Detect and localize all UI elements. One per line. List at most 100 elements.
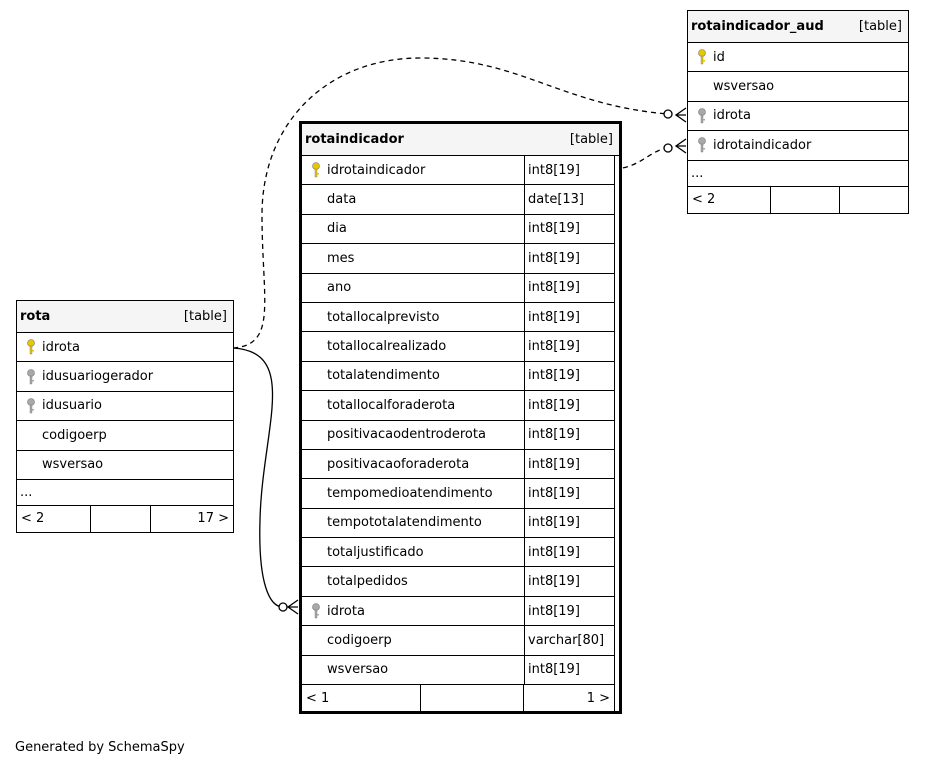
column-name: id: [713, 49, 725, 65]
foreign-key-icon: [20, 398, 42, 414]
column-name-cell: idrota: [302, 603, 524, 619]
primary-key-icon: [20, 339, 42, 355]
foreign-key-icon: [691, 108, 713, 124]
column-type: int8[19]: [524, 361, 614, 391]
footer-middle: [90, 505, 151, 532]
column-name-cell: idusuariogerador: [17, 368, 233, 385]
link-rota-aud-circle: [663, 109, 673, 119]
column-name: ano: [327, 280, 352, 296]
table-header: rota [table]: [17, 301, 233, 333]
column-name-cell: tempototalatendimento: [302, 515, 524, 530]
column-row-totallocalforaderota[interactable]: totallocalforaderota int8[19]: [302, 391, 614, 421]
table-name: rotaindicador_aud: [691, 19, 824, 34]
link-rotaindicador-aud: [613, 147, 669, 170]
column-type: int8[19]: [524, 332, 614, 361]
column-name: totallocalforaderota: [327, 397, 456, 413]
table-rota[interactable]: rota [table] idrota idusuariogerador idusu…: [16, 300, 234, 533]
column-row-wsversao[interactable]: wsversao: [17, 451, 233, 480]
column-name-cell: data: [302, 192, 524, 207]
link-rota-rotaindicador-crowfoot: [286, 599, 299, 615]
table-footer: < 2: [688, 186, 908, 213]
column-row-idusuariogerador[interactable]: idusuariogerador: [17, 362, 233, 392]
column-row-tempototalatendimento[interactable]: tempototalatendimento int8[19]: [302, 508, 614, 539]
column-name: tempototalatendimento: [327, 515, 482, 531]
table-footer: < 1 1 >: [302, 685, 615, 712]
footer-parents[interactable]: < 1: [306, 690, 330, 706]
table-name: rotaindicador: [305, 132, 404, 147]
column-name: idrota: [713, 108, 751, 124]
column-name-cell: wsversao: [17, 457, 233, 472]
column-type: int8[19]: [524, 391, 614, 420]
footer-parents[interactable]: < 2: [21, 511, 45, 527]
table-footer: < 2 17 >: [17, 505, 233, 532]
column-row-codigoerp[interactable]: codigoerp: [17, 421, 233, 451]
link-rota-rotaindicador-circle: [278, 602, 288, 612]
column-name: wsversao: [42, 457, 104, 473]
column-row-codigoerp[interactable]: codigoerp varchar[80]: [302, 626, 614, 656]
table-kind: [table]: [183, 309, 227, 324]
column-name-cell: idrotaindicador: [688, 137, 908, 153]
footer-children[interactable]: 1 >: [586, 690, 610, 706]
column-name: wsversao: [713, 79, 775, 95]
link-rota-aud-crowfoot: [674, 107, 687, 123]
column-name-cell: mes: [302, 251, 524, 266]
column-name: dia: [327, 221, 347, 237]
footer-children[interactable]: 17 >: [197, 511, 229, 527]
foreign-key-icon: [305, 603, 327, 619]
column-name-cell: totalatendimento: [302, 368, 524, 383]
column-row-id[interactable]: id: [688, 43, 908, 73]
column-type: int8[19]: [524, 479, 614, 508]
column-type: int8[19]: [524, 508, 614, 538]
column-type: int8[19]: [524, 244, 614, 273]
column-row-totaljustificado[interactable]: totaljustificado int8[19]: [302, 538, 614, 568]
column-type: varchar[80]: [524, 626, 614, 655]
footer-children[interactable]: [840, 187, 908, 213]
column-type: int8[19]: [524, 538, 614, 567]
primary-key-icon: [305, 162, 327, 178]
link-rotaindicador-aud-circle: [663, 143, 673, 153]
table-rotaindicador-aud[interactable]: rotaindicador_aud [table] id wsversao idro…: [687, 10, 909, 214]
column-row-idrotaindicador[interactable]: idrotaindicador: [688, 131, 908, 161]
column-name: codigoerp: [327, 632, 392, 648]
column-name-cell: wsversao: [688, 79, 908, 94]
column-row-idrota[interactable]: idrota: [688, 102, 908, 132]
column-name: codigoerp: [42, 427, 107, 443]
table-kind: [table]: [858, 19, 902, 34]
column-name-cell: idrota: [17, 339, 233, 355]
footer-middle: [770, 186, 840, 213]
footer-middle: [420, 685, 524, 712]
column-name-cell: dia: [302, 221, 524, 236]
column-name-cell: totallocalprevisto: [302, 310, 524, 325]
column-name-cell: tempomedioatendimento: [302, 486, 524, 501]
foreign-key-icon: [691, 137, 713, 153]
generated-by-text: Generated by SchemaSpy: [15, 740, 185, 755]
column-name-cell: idrotaindicador: [302, 162, 524, 178]
column-name: totaljustificado: [327, 544, 424, 560]
column-name-cell: id: [688, 49, 908, 65]
column-row-wsversao[interactable]: wsversao: [688, 72, 908, 102]
column-row-idusuario[interactable]: idusuario: [17, 392, 233, 422]
column-name-cell: codigoerp: [302, 633, 524, 648]
foreign-key-icon: [20, 368, 42, 385]
footer-parents[interactable]: < 2: [692, 192, 716, 208]
link-rota-aud: [232, 57, 669, 349]
column-row-idrota[interactable]: idrota: [17, 333, 233, 363]
column-name-cell: totaljustificado: [302, 545, 524, 560]
